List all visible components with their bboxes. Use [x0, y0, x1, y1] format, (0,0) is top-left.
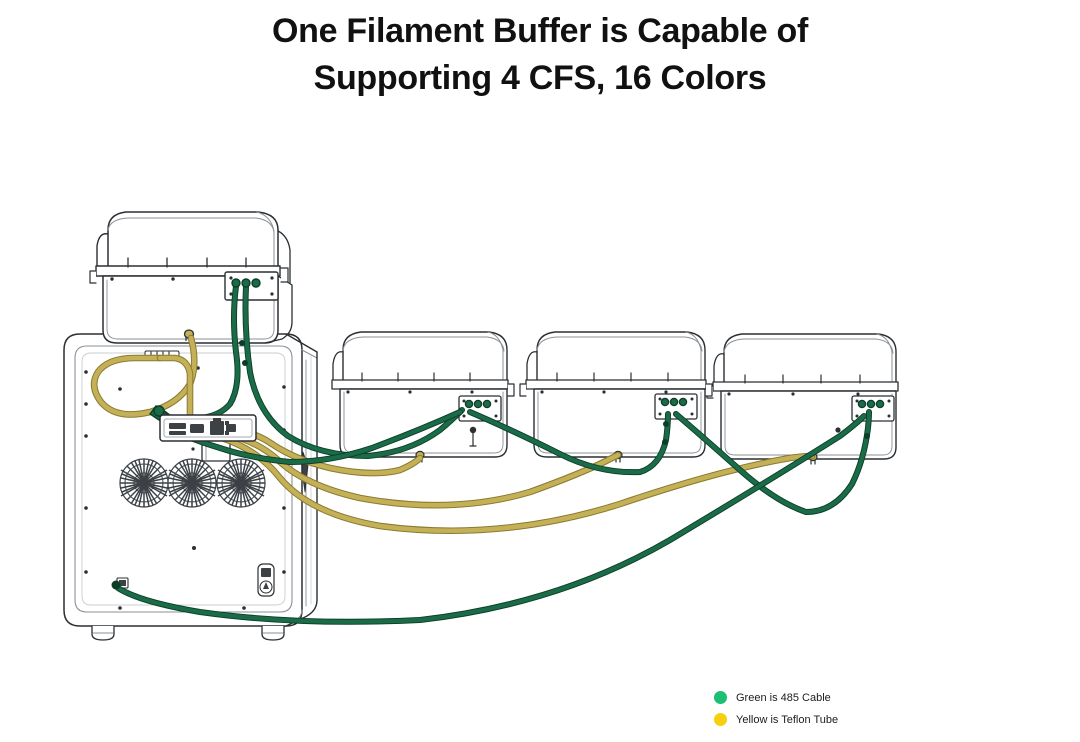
cfs1-knob — [469, 426, 477, 434]
cfs1-connectors — [464, 399, 492, 409]
fan-grille-3 — [216, 458, 266, 508]
legend: Green is 485 Cable Yellow is Teflon Tube — [714, 688, 934, 732]
cable-cfs2-to-cfs3 — [673, 409, 872, 516]
legend-label-green: Green is 485 Cable — [736, 691, 831, 704]
title-line-1: One Filament Buffer is Capable of — [271, 12, 809, 50]
cable-cfs1-to-printer — [183, 409, 463, 466]
printer-io-hub[interactable] — [159, 414, 257, 442]
cfs-unit-1[interactable] — [331, 331, 515, 463]
cable-cfs1-to-cfs2 — [467, 409, 671, 476]
fan-grille-1 — [119, 458, 169, 508]
hub-usb-ports — [169, 423, 204, 435]
legend-item-yellow: Yellow is Teflon Tube — [714, 710, 934, 729]
teflon-tube-cfs-3 — [218, 434, 816, 535]
printer-fan-grilles — [119, 458, 266, 508]
page-title: One Filament Buffer is Capable of Suppor… — [0, 8, 1080, 102]
printer-feet — [91, 625, 285, 641]
hub-network-port — [210, 418, 236, 435]
teflon-tube-cfs-1 — [218, 424, 424, 477]
title-line-2: Supporting 4 CFS, 16 Colors — [313, 58, 767, 97]
cfs-unit-3[interactable] — [706, 333, 899, 465]
legend-item-green: Green is 485 Cable — [714, 688, 934, 707]
fan-spokes-3 — [217, 459, 265, 507]
green-dot-icon — [714, 691, 727, 704]
yellow-dot-icon — [714, 713, 727, 726]
cfs2-connectors — [660, 397, 688, 407]
printer-rating-badge — [257, 563, 275, 597]
cable-buffer-to-cfs-1 — [239, 283, 465, 460]
filament-buffer[interactable] — [89, 211, 293, 344]
fan-grille-2 — [167, 458, 217, 508]
fan-spokes-2 — [168, 459, 216, 507]
cfs-panel-connectors — [231, 278, 885, 409]
legend-label-yellow: Yellow is Teflon Tube — [736, 713, 839, 726]
fan-spokes-1 — [120, 459, 168, 507]
cables-485 — [111, 283, 872, 625]
buffer-connectors — [231, 278, 261, 288]
cfs-unit-2[interactable] — [519, 331, 713, 463]
cable-printer-to-cfs-3 — [111, 413, 867, 625]
cfs3-connectors — [857, 399, 885, 409]
